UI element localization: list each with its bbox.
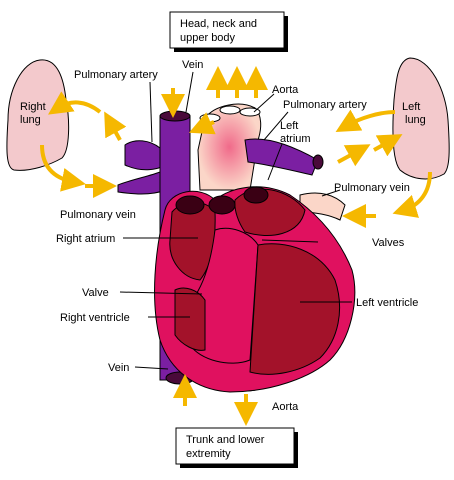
top-box-line2: upper body [180,32,236,44]
arrow-pa-right-2 [373,134,403,157]
flow-arrows [40,66,432,426]
label-vein-bottom: Vein [108,362,129,374]
label-pulmonary-vein-left: Pulmonary vein [60,209,136,221]
label-valves: Valves [372,237,405,249]
label-left-atrium-2: atrium [280,133,311,145]
arrow-to-left-lung-top [335,109,396,132]
label-vein-top: Vein [182,59,203,71]
label-left-ventricle: Left ventricle [356,297,418,309]
label-valve: Valve [82,287,109,299]
arrow-pa-left [104,111,127,141]
labels: Right lung Left lung Pulmonary artery Ve… [20,59,426,413]
label-pulmonary-artery-left: Pulmonary artery [74,69,158,81]
label-pulmonary-artery-right: Pulmonary artery [283,99,367,111]
top-box-line1: Head, neck and [180,18,257,30]
arrow-pa-right-1 [337,144,371,167]
bottom-box-line2: extremity [186,448,231,460]
label-aorta-top: Aorta [272,84,299,96]
bottom-box: Trunk and lower extremity [175,427,298,468]
label-aorta-bottom: Aorta [272,401,299,413]
label-pulmonary-vein-right: Pulmonary vein [334,182,410,194]
bottom-box-line1: Trunk and lower [186,434,265,446]
label-right-atrium: Right atrium [56,233,115,245]
heart [154,186,356,393]
label-right-lung-2: lung [20,114,41,126]
leader-lines [119,71,352,370]
label-left-lung-1: Left [402,101,420,113]
top-box: Head, neck and upper body [169,11,288,52]
label-right-lung-1: Right [20,101,46,113]
label-left-atrium-1: Left [280,120,298,132]
label-left-lung-2: lung [405,114,426,126]
left-lung [392,57,450,180]
arrow-right-lung-down [40,144,86,192]
arrow-left-lung-down [392,171,432,218]
arrow-to-right-lung-top [48,91,102,115]
arrow-aorta-left [188,112,216,135]
label-right-ventricle: Right ventricle [60,312,130,324]
